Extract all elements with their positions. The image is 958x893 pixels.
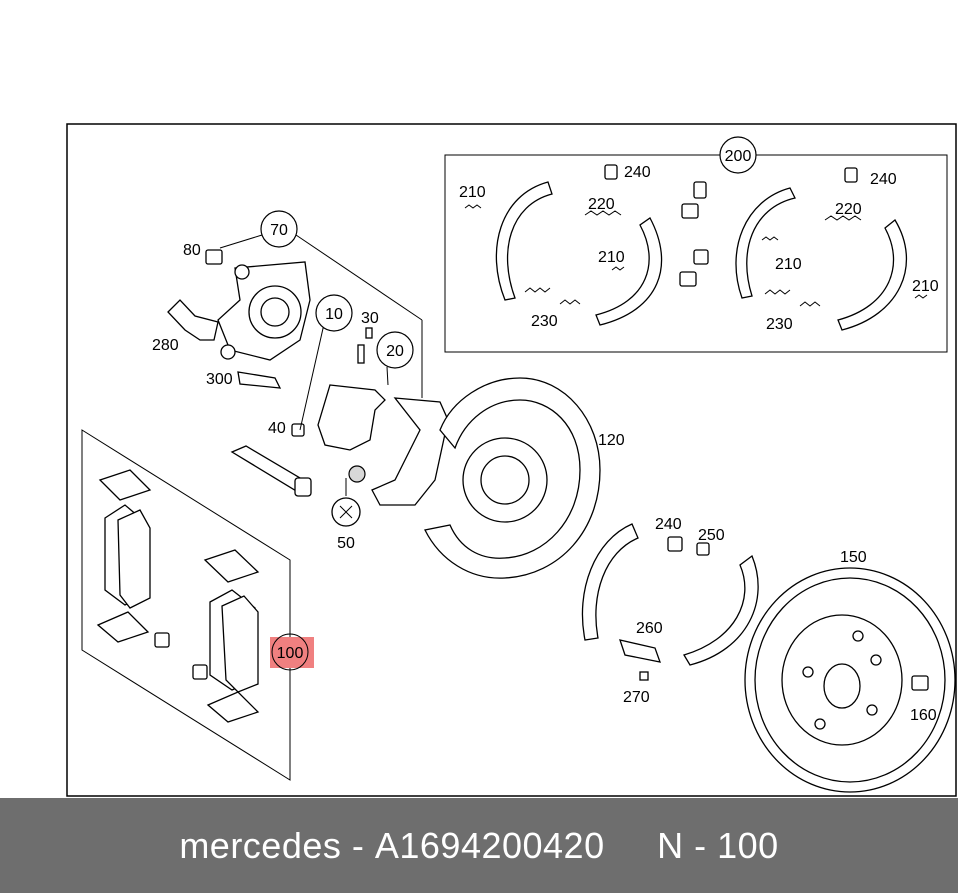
svg-text:300: 300	[206, 371, 233, 388]
footer-separator: -	[341, 824, 375, 866]
parking-brake-shoe-group	[444, 154, 948, 353]
svg-text:30: 30	[361, 310, 379, 327]
svg-text:270: 270	[623, 689, 650, 706]
adjuster	[619, 639, 661, 663]
dust-shield	[424, 377, 601, 579]
wheel-carrier	[217, 261, 311, 389]
svg-text:120: 120	[598, 432, 625, 449]
brake-disc	[744, 567, 956, 793]
svg-text:240: 240	[870, 171, 897, 188]
part-labels: 240 240 210 220 210 230 220 210 210 230 …	[152, 164, 939, 724]
footer-gap	[605, 825, 658, 867]
parking-brake-shoe-2	[683, 554, 759, 666]
svg-text:150: 150	[840, 549, 867, 566]
svg-text:280: 280	[152, 337, 179, 354]
svg-text:220: 220	[588, 196, 615, 213]
svg-text:160: 160	[910, 707, 937, 724]
footer-part-number: A1694200420	[374, 824, 605, 866]
svg-text:210: 210	[459, 184, 486, 201]
callout-10: 10	[315, 294, 353, 332]
brake-exploded-diagram: 200 70 10 20 50 100 240 240 210 220 210 …	[66, 123, 957, 797]
footer-bar: mercedes - A1694200420 N - 100	[0, 798, 958, 893]
svg-text:80: 80	[183, 242, 201, 259]
svg-text:210: 210	[598, 249, 625, 266]
svg-text:70: 70	[270, 222, 288, 239]
brake-pad-group	[81, 429, 291, 781]
svg-text:220: 220	[835, 201, 862, 218]
svg-text:210: 210	[775, 256, 802, 273]
leader-lines	[219, 234, 423, 700]
svg-text:20: 20	[386, 343, 404, 360]
diagram-frame	[66, 123, 957, 797]
svg-text:210: 210	[912, 278, 939, 295]
svg-text:40: 40	[268, 420, 286, 437]
svg-text:240: 240	[655, 516, 682, 533]
svg-text:10: 10	[325, 306, 343, 323]
svg-text:230: 230	[766, 316, 793, 333]
grease-tube	[230, 445, 361, 527]
footer-brand: mercedes	[179, 824, 342, 866]
brake-caliper	[291, 327, 449, 506]
svg-text:260: 260	[636, 620, 663, 637]
svg-text:50: 50	[337, 535, 355, 552]
bracket-plate	[167, 299, 219, 341]
callout-50: 50	[337, 535, 355, 552]
footer-position-label: N - 100	[657, 824, 779, 866]
callout-20: 20	[376, 331, 414, 369]
svg-text:100: 100	[277, 645, 304, 662]
svg-text:240: 240	[624, 164, 651, 181]
callout-70: 70	[260, 210, 298, 248]
parking-brake-shoe	[581, 523, 639, 641]
callout-100: 100	[270, 633, 314, 671]
svg-text:250: 250	[698, 527, 725, 544]
svg-text:230: 230	[531, 313, 558, 330]
svg-text:200: 200	[725, 148, 752, 165]
callout-200: 200	[719, 136, 757, 174]
